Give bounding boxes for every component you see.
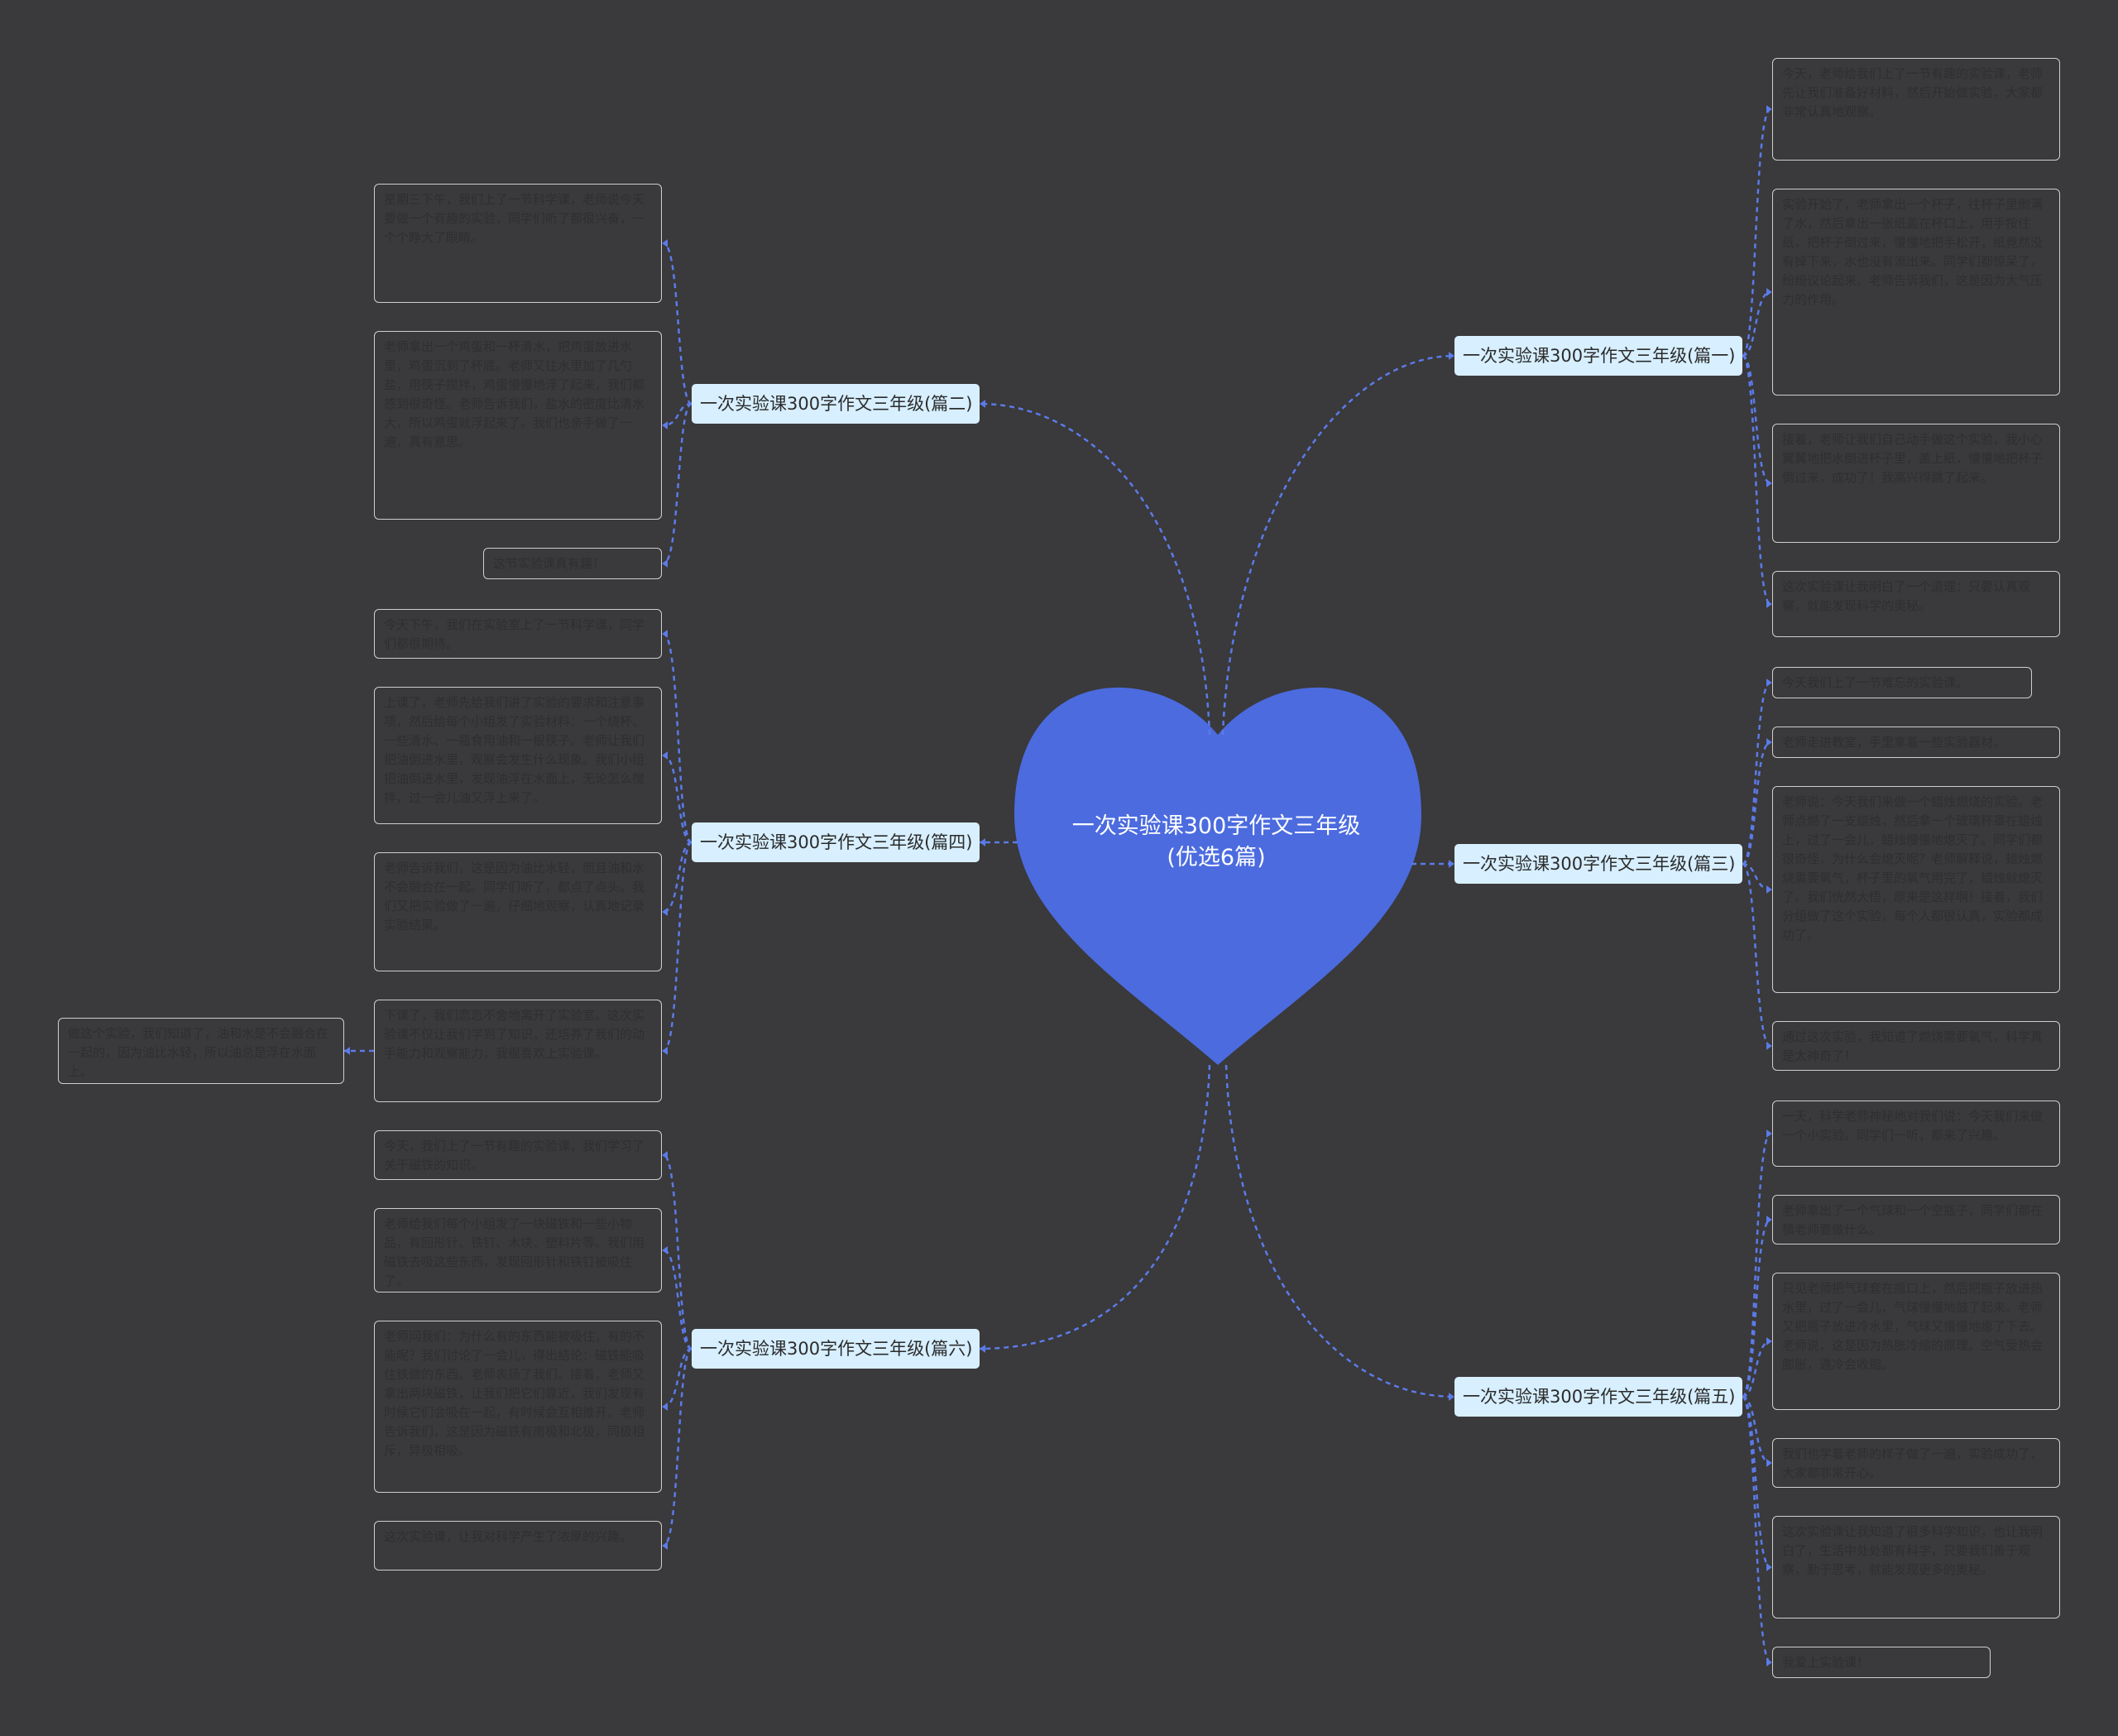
leaf-note[interactable]: 老师告诉我们，这是因为油比水轻，而且油和水不会融合在一起。同学们听了，都点了点头…: [374, 852, 662, 971]
leaf-note[interactable]: 这次实验课让我明白了一个道理：只要认真观察，就能发现科学的奥秘。: [1772, 571, 2060, 637]
arrow-head-icon: [662, 1246, 668, 1254]
connector-line: [1741, 1395, 1772, 1664]
arrow-head-icon: [662, 559, 668, 568]
arrow-head-icon: [1766, 1042, 1772, 1050]
arrow-head-icon: [980, 838, 985, 846]
arrow-head-icon: [1766, 479, 1772, 487]
leaf-note[interactable]: 星期三下午，我们上了一节科学课，老师说今天要做一个有趣的实验，同学们听了都很兴奋…: [374, 184, 662, 303]
branch-node-b6[interactable]: 一次实验课300字作文三年级(篇六): [692, 1329, 980, 1369]
arrow-head-icon: [1766, 105, 1772, 113]
arrow-head-icon: [1766, 288, 1772, 296]
arrow-head-icon: [1766, 1563, 1772, 1571]
arrow-head-icon: [1449, 1393, 1454, 1401]
leaf-note[interactable]: 今天我们上了一节难忘的实验课。: [1772, 667, 2032, 698]
arrow-head-icon: [662, 630, 668, 638]
connector-line: [663, 402, 692, 427]
leaf-note[interactable]: 下课了，我们恋恋不舍地离开了实验室。这次实验课不仅让我们学到了知识，还培养了我们…: [374, 1000, 662, 1102]
arrow-head-icon: [1449, 352, 1454, 360]
leaf-note[interactable]: 今天，我们上了一节有趣的实验课，我们学习了关于磁铁的知识。: [374, 1130, 662, 1180]
leaf-note[interactable]: 老师拿出了一个气球和一个空瓶子，同学们都在猜老师要做什么。: [1772, 1195, 2060, 1244]
arrow-head-icon: [980, 1345, 985, 1353]
leaf-note[interactable]: 这次实验课，让我对科学产生了浓厚的兴趣。: [374, 1521, 662, 1571]
connector-line: [663, 841, 692, 914]
leaf-note[interactable]: 这节实验课真有趣！: [483, 548, 662, 579]
leaf-note[interactable]: 我爱上实验课！: [1772, 1647, 1991, 1678]
leaf-note[interactable]: 今天下午，我们在实验室上了一节科学课，同学们都很期待。: [374, 609, 662, 659]
central-topic[interactable]: 一次实验课300字作文三年级(优选6篇): [1071, 813, 1361, 870]
leaf-note[interactable]: 实验开始了，老师拿出一个杯子，往杯子里倒满了水，然后拿出一张纸盖在杯口上，用手按…: [1772, 189, 2060, 396]
branch-node-b4[interactable]: 一次实验课300字作文三年级(篇四): [692, 822, 980, 862]
connector-line: [663, 1347, 693, 1547]
connector-line: [1742, 1395, 1771, 1569]
connector-line: [1742, 862, 1771, 891]
arrow-head-icon: [662, 1403, 668, 1411]
connector-line: [663, 1347, 692, 1408]
connector-line: [1741, 108, 1772, 357]
connector-line: [663, 1249, 692, 1350]
arrow-head-icon: [344, 1047, 350, 1055]
connector-line: [1742, 741, 1771, 866]
connector-line: [1741, 1218, 1771, 1398]
arrow-head-icon: [662, 1151, 668, 1159]
connector-line: [1742, 1395, 1771, 1465]
connector-line: [1742, 290, 1771, 357]
arrow-head-icon: [662, 239, 668, 247]
arrow-head-icon: [1766, 600, 1772, 608]
leaf-note[interactable]: 通过这次实验，我知道了燃烧需要氧气，科学真是太神奇了！: [1772, 1021, 2060, 1071]
connector-line: [663, 402, 692, 565]
connector-line: [1742, 354, 1771, 485]
connector-line: [663, 1153, 693, 1350]
arrow-head-icon: [1766, 1658, 1772, 1666]
connector-line: [1741, 354, 1772, 606]
leaf-note[interactable]: 老师走进教室，手里拿着一些实验器材。: [1772, 727, 2060, 758]
arrow-head-icon: [1449, 860, 1454, 868]
arrow-head-icon: [1766, 1337, 1772, 1345]
leaf-note[interactable]: 老师说：今天我们来做一个蜡烛燃烧的实验。老师点燃了一支蜡烛，然后拿一个玻璃杯罩在…: [1772, 786, 2060, 993]
connector-line: [663, 242, 692, 405]
branch-node-b2[interactable]: 一次实验课300字作文三年级(篇二): [692, 384, 980, 424]
leaf-note[interactable]: 今天，老师给我们上了一节有趣的实验课，老师先让我们准备好材料，然后开始做实验，大…: [1772, 58, 2060, 161]
connector-line: [663, 841, 693, 1053]
leaf-note-sub[interactable]: 做这个实验，我们知道了，油和水是不会融合在一起的，因为油比水轻，所以油总是浮在水…: [58, 1018, 344, 1084]
connector-line: [1742, 862, 1771, 1048]
arrow-head-icon: [662, 421, 668, 429]
connector-line: [979, 1064, 1211, 1350]
arrow-head-icon: [662, 908, 668, 916]
arrow-head-icon: [1766, 1216, 1772, 1224]
leaf-note[interactable]: 我们也学着老师的样子做了一遍，实验成功了，大家都非常开心。: [1772, 1438, 2060, 1488]
connector-line: [1741, 1132, 1772, 1398]
leaf-note[interactable]: 老师给我们每个小组发了一块磁铁和一些小物品，有回形针、铁钉、木块、塑料片等。我们…: [374, 1208, 662, 1292]
arrow-head-icon: [662, 1542, 668, 1550]
connector-line: [663, 632, 693, 844]
arrow-head-icon: [1766, 1459, 1772, 1467]
leaf-note[interactable]: 老师拿出一个鸡蛋和一杯清水，把鸡蛋放进水里，鸡蛋沉到了杯底。老师又往水里加了几勺…: [374, 331, 662, 520]
arrow-head-icon: [1766, 738, 1772, 746]
heart-shape[interactable]: [1014, 687, 1421, 1065]
leaf-note[interactable]: 接着，老师让我们自己动手做这个实验，我小心翼翼地把水倒进杯子里，盖上纸，慢慢地把…: [1772, 424, 2060, 543]
arrow-head-icon: [1766, 885, 1772, 894]
arrow-head-icon: [662, 751, 668, 760]
connector-line: [1742, 681, 1771, 866]
arrow-head-icon: [1766, 1129, 1772, 1138]
connector-line: [1224, 1064, 1455, 1398]
connector-line: [663, 754, 692, 844]
arrow-head-icon: [1766, 679, 1772, 687]
branch-node-b3[interactable]: 一次实验课300字作文三年级(篇三): [1454, 844, 1742, 884]
leaf-note[interactable]: 这次实验课让我知道了很多科学知识，也让我明白了，生活中处处都有科学，只要我们善于…: [1772, 1516, 2060, 1619]
arrow-head-icon: [662, 1047, 668, 1055]
connector-line: [979, 402, 1211, 736]
leaf-note[interactable]: 上课了，老师先给我们讲了实验的要求和注意事项，然后给每个小组发了实验材料：一个烧…: [374, 687, 662, 824]
branch-node-b5[interactable]: 一次实验课300字作文三年级(篇五): [1454, 1377, 1742, 1417]
leaf-note[interactable]: 只见老师把气球套在瓶口上，然后把瓶子放进热水里，过了一会儿，气球慢慢地鼓了起来。…: [1772, 1273, 2060, 1410]
branch-node-b1[interactable]: 一次实验课300字作文三年级(篇一): [1454, 336, 1742, 376]
leaf-note[interactable]: 老师问我们：为什么有的东西能被吸住，有的不能呢？我们讨论了一会儿，得出结论：磁铁…: [374, 1321, 662, 1493]
leaf-note[interactable]: 一天，科学老师神秘地对我们说：今天我们来做一个小实验。同学们一听，都来了兴趣。: [1772, 1101, 2060, 1167]
connector-line: [1742, 1340, 1771, 1398]
arrow-head-icon: [980, 400, 985, 408]
connector-line: [1221, 354, 1455, 736]
